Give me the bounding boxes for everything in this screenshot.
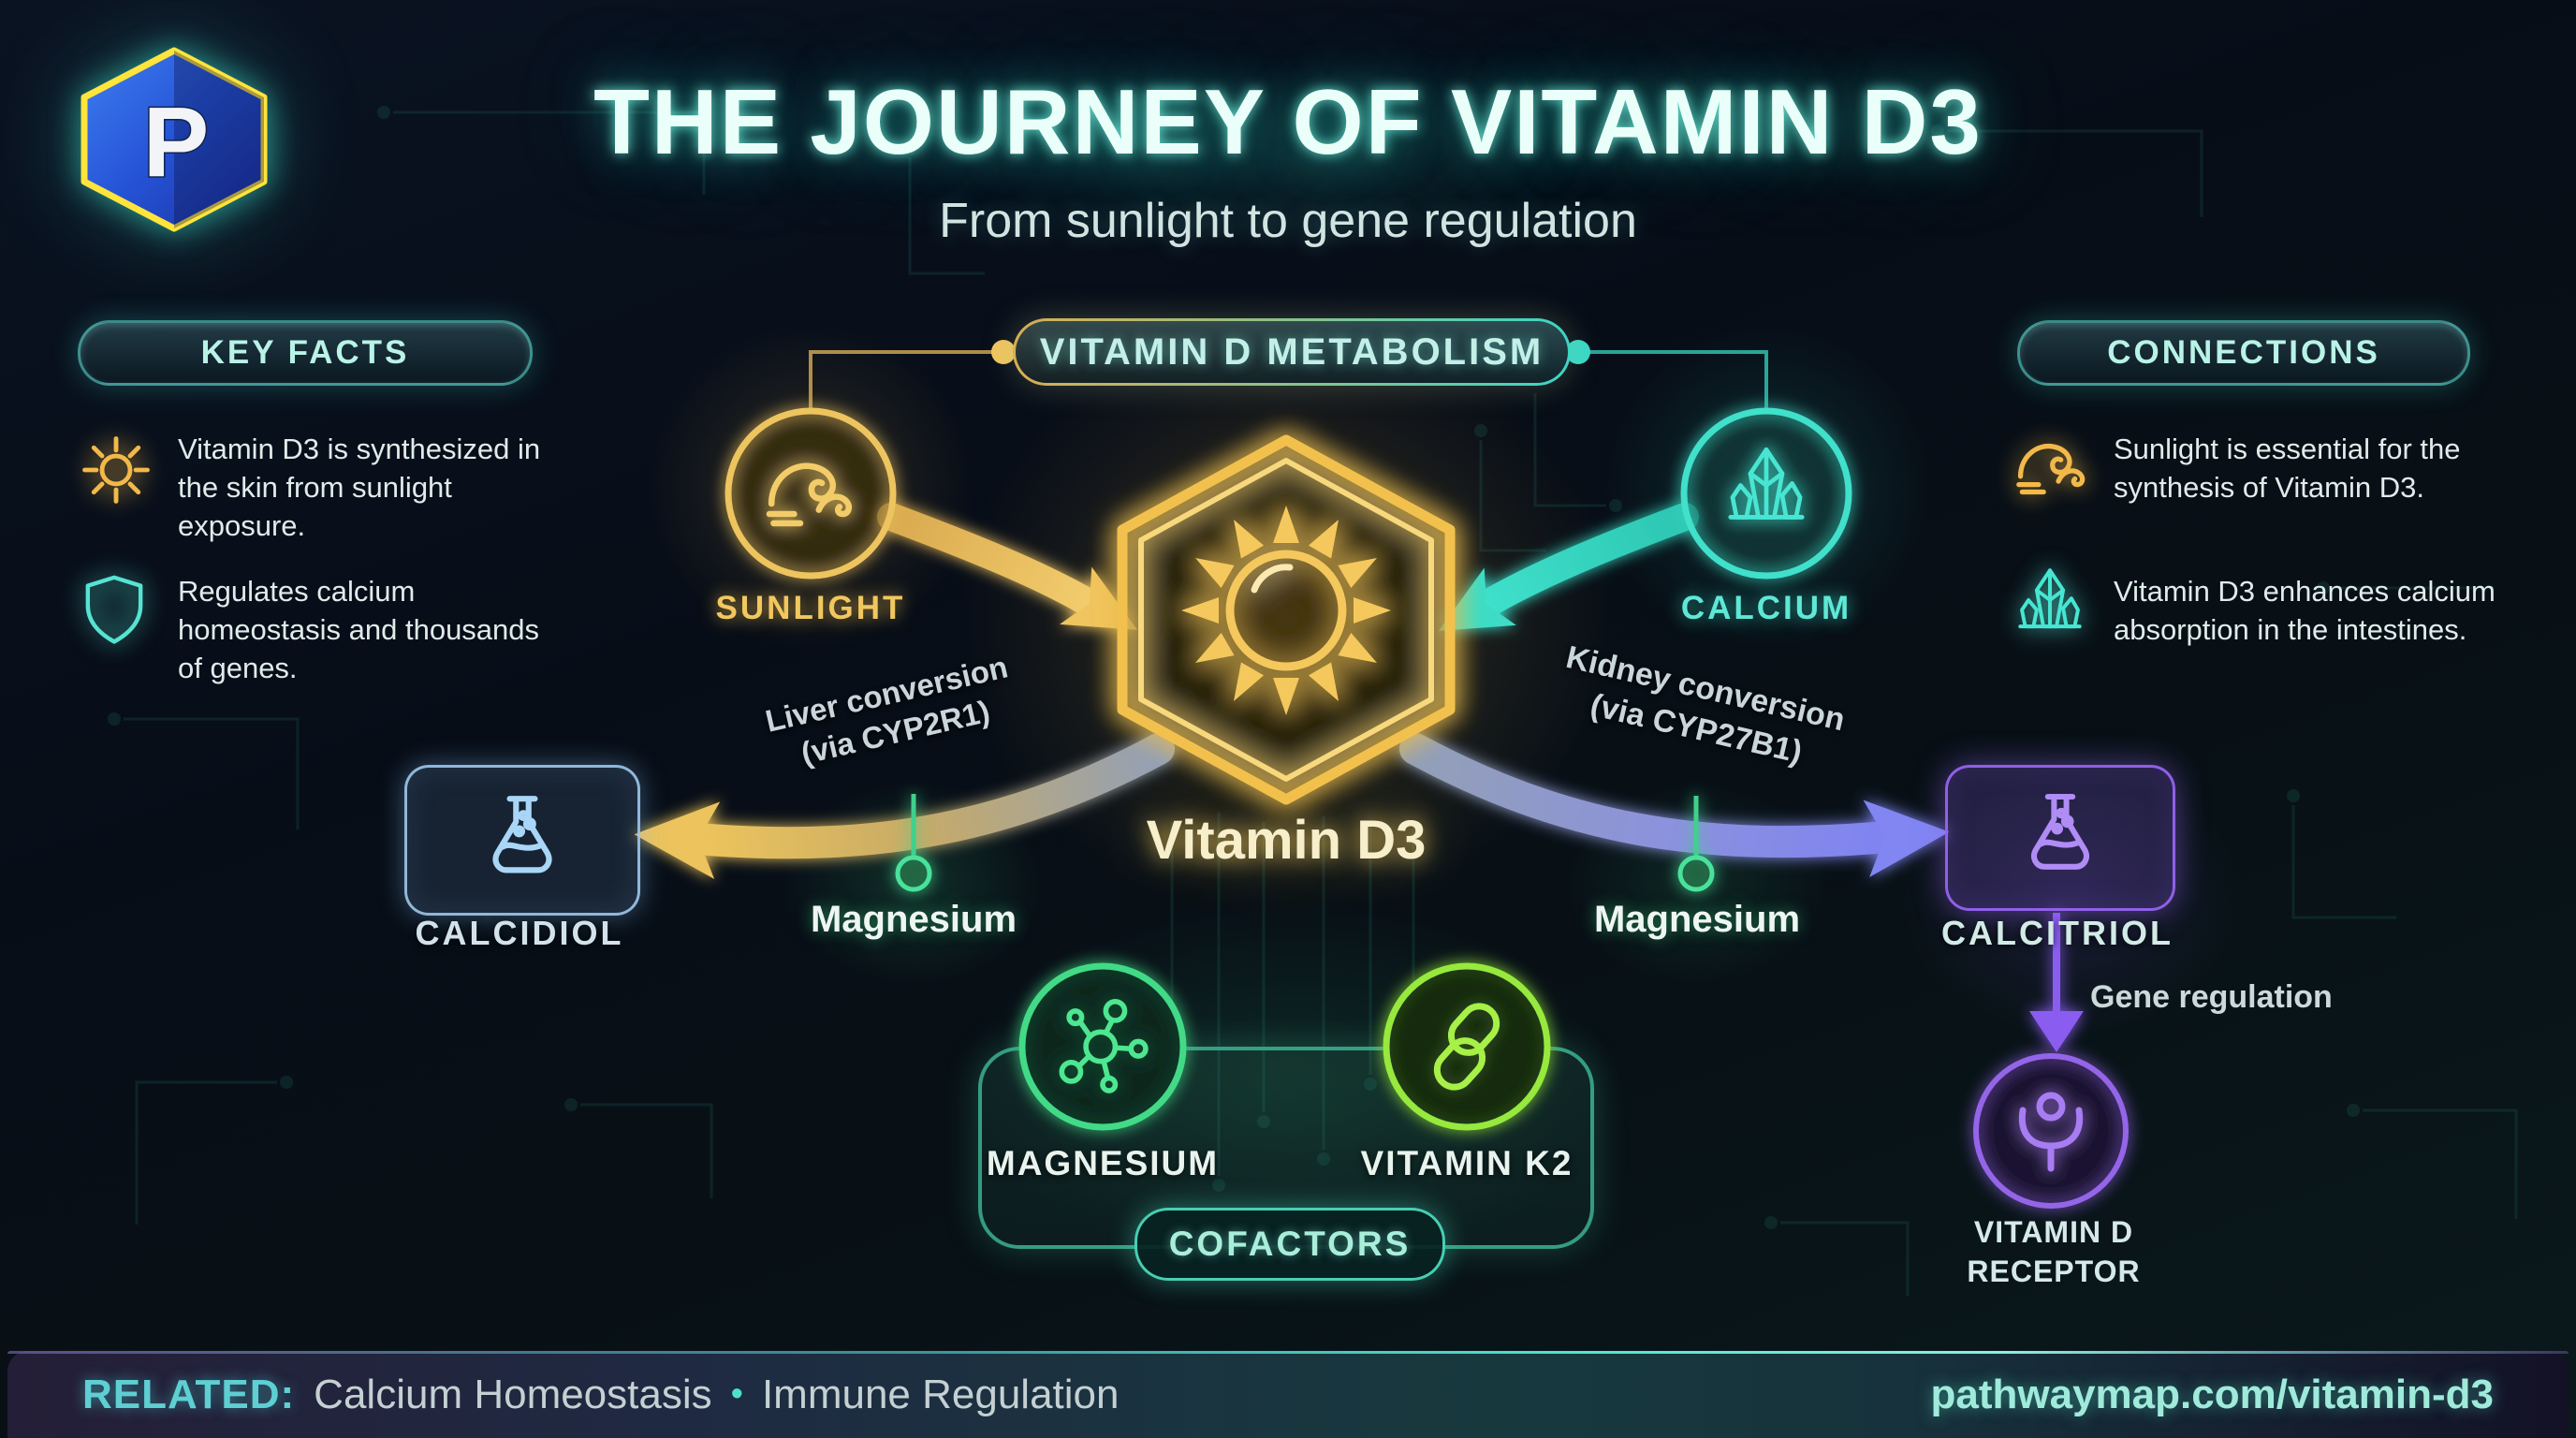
section-label: VITAMIN D METABOLISM bbox=[1016, 321, 1568, 383]
gene-regulation-arrow bbox=[2029, 913, 2084, 1052]
connection-fact-1: Sunlight is essential for the synthesis … bbox=[2114, 433, 2461, 504]
gene-regulation-label: Gene regulation bbox=[2090, 979, 2333, 1015]
sun-icon bbox=[1181, 506, 1391, 715]
arrow-calcium-to-d3 bbox=[1438, 503, 1699, 631]
vitamin-d3-hexagon bbox=[1117, 434, 1456, 805]
magnesium-cofactor-circle bbox=[1018, 962, 1187, 1131]
related-label: RELATED: bbox=[82, 1371, 296, 1417]
calcium-label: CALCIUM bbox=[1680, 590, 1852, 626]
crystal-icon bbox=[2018, 568, 2082, 629]
magnesium-node-right bbox=[1677, 796, 1715, 892]
vitamin-d3-label: Vitamin D3 bbox=[1146, 810, 1427, 871]
wave-icon bbox=[2011, 427, 2093, 509]
key-fact-1: Vitamin D3 is synthesized in the skin fr… bbox=[178, 433, 541, 542]
site-url-link[interactable]: pathwaymap.com/vitamin-d3 bbox=[1930, 1371, 2494, 1417]
page-title: THE JOURNEY OF VITAMIN D3 bbox=[593, 70, 1983, 173]
sunlight-circle bbox=[724, 407, 897, 580]
flask-icon bbox=[470, 785, 575, 896]
shield-icon bbox=[73, 569, 155, 652]
connection-fact-2: Vitamin D3 enhances calcium absorption i… bbox=[2114, 575, 2496, 646]
connections-heading: CONNECTIONS bbox=[2017, 320, 2470, 386]
bullet-separator-icon: • bbox=[730, 1374, 743, 1414]
cofactors-heading: COFACTORS bbox=[1134, 1208, 1445, 1281]
vitamin-k2-label: VITAMIN K2 bbox=[1360, 1144, 1573, 1182]
calcidiol-label: CALCIDIOL bbox=[415, 914, 624, 952]
logo-letter: P bbox=[143, 87, 210, 198]
magnesium-node-left bbox=[895, 794, 932, 892]
section-connector-lines bbox=[809, 340, 1768, 408]
calcitriol-label: CALCITRIOL bbox=[1941, 914, 2174, 952]
calcitriol-box bbox=[1945, 765, 2175, 911]
magnesium-cofactor-label: MAGNESIUM bbox=[986, 1144, 1220, 1182]
footer-bar: RELATED: Calcium Homeostasis • Immune Re… bbox=[7, 1351, 2569, 1438]
magnesium-right-label: Magnesium bbox=[1593, 899, 1801, 940]
related-links: RELATED: Calcium Homeostasis • Immune Re… bbox=[82, 1372, 1120, 1418]
calcium-circle bbox=[1680, 407, 1852, 580]
calcidiol-box bbox=[404, 765, 640, 916]
arrow-d3-to-calcidiol bbox=[634, 733, 1175, 879]
related-item-calcium-homeostasis: Calcium Homeostasis bbox=[314, 1371, 712, 1417]
connector-dot-teal bbox=[1566, 340, 1590, 364]
vitamin-d-receptor-label: VITAMIN D RECEPTOR bbox=[1967, 1215, 2141, 1288]
vitamin-k2-circle bbox=[1383, 962, 1551, 1131]
page-subtitle: From sunlight to gene regulation bbox=[939, 194, 1637, 248]
vitamin-d-receptor-circle bbox=[1973, 1053, 2129, 1209]
sunlight-label: SUNLIGHT bbox=[715, 590, 906, 626]
related-item-immune-regulation: Immune Regulation bbox=[761, 1371, 1120, 1417]
magnesium-left-label: Magnesium bbox=[810, 899, 1017, 940]
connector-dot-gold bbox=[991, 340, 1016, 364]
sun-icon bbox=[75, 429, 157, 511]
arrow-sunlight-to-d3 bbox=[877, 503, 1138, 630]
pathwaymap-logo: P bbox=[80, 47, 268, 232]
circuit-pattern bbox=[108, 106, 2518, 1296]
flask-icon bbox=[2009, 784, 2112, 892]
key-fact-2: Regulates calcium homeostasis and thousa… bbox=[178, 575, 540, 684]
section-label-pill: VITAMIN D METABOLISM bbox=[1013, 318, 1571, 386]
arrow-d3-to-calcitriol bbox=[1399, 733, 1950, 877]
key-facts-heading: KEY FACTS bbox=[78, 320, 533, 386]
